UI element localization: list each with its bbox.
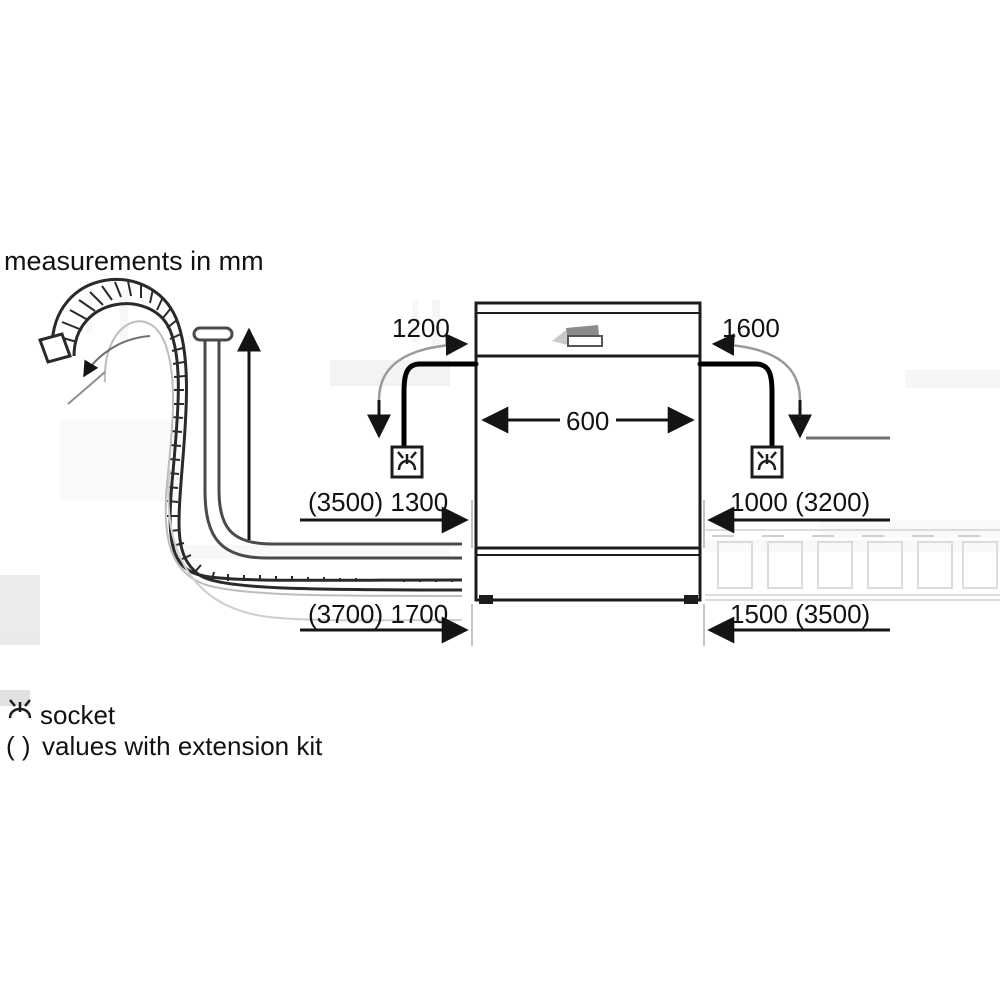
water-inlet-hose — [192, 326, 462, 560]
dimension-label-appliance-width: 600 — [566, 406, 610, 436]
hose-coupling — [192, 326, 234, 342]
dimension-label-hose-right: 1000 (3200) — [730, 487, 871, 517]
dimension-label-drain-left: (3700) 1700 — [308, 599, 449, 629]
socket-icon-left — [390, 445, 424, 479]
floor-tile-ghost — [705, 529, 1000, 601]
power-cable-left — [367, 333, 479, 479]
dimension-label-hose-left: (3500) 1300 — [308, 487, 449, 517]
appliance-foot-left — [479, 595, 493, 604]
dimension-label-drain-right: 1500 (3500) — [730, 599, 871, 629]
drain-hose — [38, 277, 463, 622]
legend-extension-label: values with extension kit — [42, 731, 323, 761]
page-title: measurements in mm — [4, 246, 264, 276]
appliance-body — [474, 301, 702, 604]
dimension-label-cable-right: 1600 — [722, 313, 780, 343]
dimension-lines-left — [300, 500, 473, 646]
appliance-foot-right — [684, 595, 698, 604]
hose-ribs — [55, 280, 453, 582]
legend-extension-symbol: ( ) — [6, 731, 31, 761]
legend-socket-label: socket — [40, 700, 116, 730]
legend-socket-icon — [8, 699, 32, 719]
control-panel-display — [552, 325, 603, 347]
power-cable-right — [697, 333, 890, 479]
dimension-lines-right — [703, 500, 890, 646]
socket-icon-right — [750, 445, 784, 479]
dimension-label-cable-left: 1200 — [392, 313, 450, 343]
